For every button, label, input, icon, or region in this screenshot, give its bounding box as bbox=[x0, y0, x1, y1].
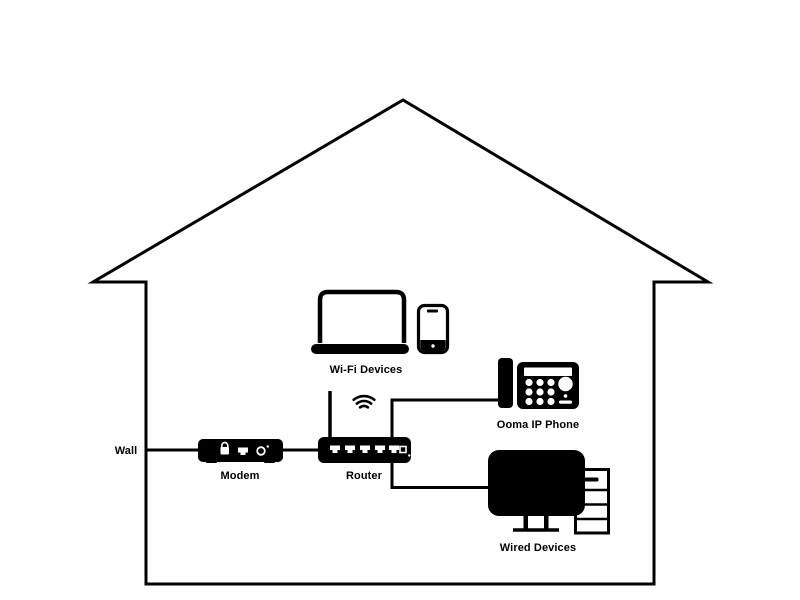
laptop-icon bbox=[311, 289, 409, 354]
modem-label: Modem bbox=[220, 470, 260, 482]
router-icon bbox=[318, 391, 411, 463]
wall-label: Wall bbox=[114, 445, 138, 457]
laptop-screen bbox=[317, 289, 407, 343]
router-ethernet-ports bbox=[330, 445, 399, 453]
smartphone-speaker bbox=[427, 309, 438, 313]
power-led-dot bbox=[266, 445, 269, 448]
wifi-devices-label: Wi-Fi Devices bbox=[329, 364, 403, 376]
wifi-signal-icon bbox=[352, 394, 376, 409]
monitor-icon bbox=[488, 450, 585, 532]
lock-icon-body bbox=[220, 447, 229, 455]
phone-dot bbox=[563, 394, 568, 398]
wan-port-icon bbox=[399, 445, 407, 454]
phone-keypad bbox=[525, 378, 555, 406]
ethernet-port-icon bbox=[238, 447, 248, 455]
ooma-ip-phone-label: Ooma IP Phone bbox=[496, 419, 580, 431]
laptop-base bbox=[311, 344, 409, 354]
wired-devices-label: Wired Devices bbox=[499, 542, 577, 554]
router-label: Router bbox=[345, 470, 383, 482]
desk-phone-icon bbox=[498, 358, 579, 409]
tower-drive-slot bbox=[584, 477, 599, 482]
power-button-icon bbox=[256, 446, 266, 456]
lock-icon bbox=[221, 441, 229, 448]
house-outline-icon bbox=[87, 98, 714, 586]
modem-icon bbox=[198, 439, 283, 463]
smartphone-home-button bbox=[431, 344, 435, 348]
router-led-dot bbox=[408, 454, 411, 457]
phone-display bbox=[524, 367, 572, 376]
monitor-leg-right bbox=[544, 515, 549, 530]
monitor-screen bbox=[488, 450, 585, 516]
wired-devices-icon bbox=[488, 450, 610, 535]
phone-handset bbox=[498, 358, 513, 408]
phone-dash bbox=[559, 400, 572, 404]
phone-speaker-dial bbox=[558, 376, 573, 392]
smartphone-icon bbox=[416, 303, 450, 355]
monitor-leg-left bbox=[523, 515, 528, 530]
